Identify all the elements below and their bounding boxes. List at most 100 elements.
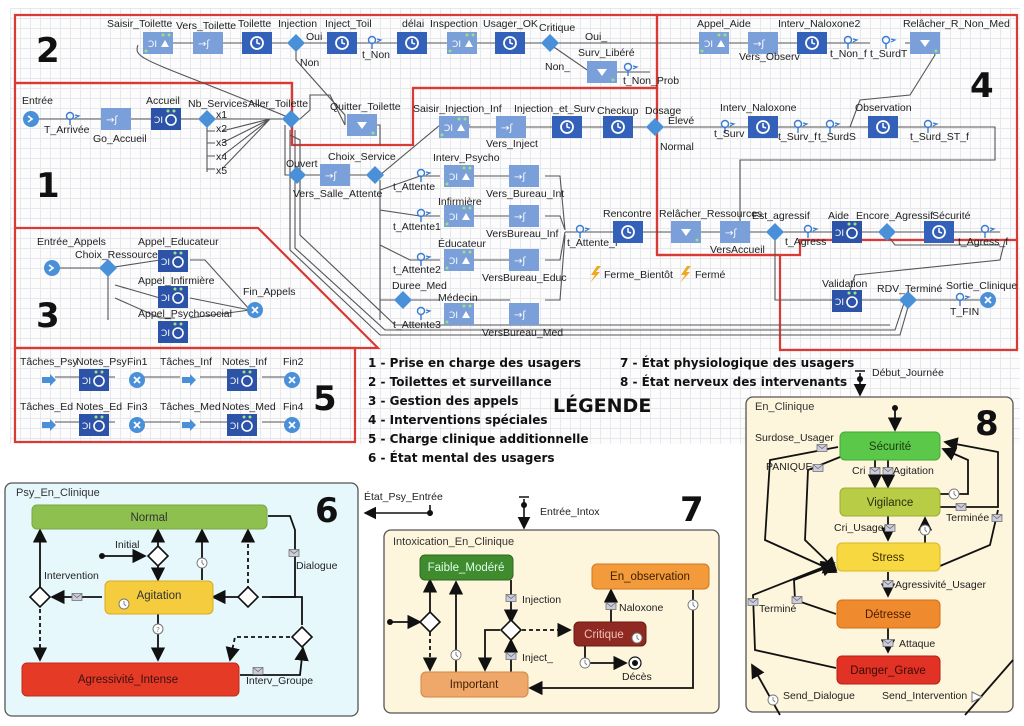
sink-fin2[interactable] <box>283 371 301 389</box>
block-educateur[interactable] <box>444 249 474 271</box>
block-accueil[interactable] <box>150 107 182 131</box>
message-icon <box>991 514 1003 522</box>
block-interv-psycho[interactable] <box>444 165 474 187</box>
enter-taches-inf[interactable] <box>182 374 196 386</box>
event-ferme[interactable]: Fermé <box>680 266 725 283</box>
block-versbureau-inf[interactable] <box>509 205 539 227</box>
block-medecin[interactable] <box>444 303 474 325</box>
decision-choix-service[interactable] <box>366 166 384 184</box>
label-ouvert: Ouvert <box>286 158 318 170</box>
label-t-agress: t_Agress <box>785 236 826 248</box>
block-notes-inf[interactable] <box>226 368 258 392</box>
label-t-attente3: t_Attente3 <box>393 319 441 331</box>
sink-fin3[interactable] <box>128 416 146 434</box>
lightning-icon <box>680 266 691 283</box>
source-entree-appels[interactable] <box>43 259 61 277</box>
block-appel-aide[interactable] <box>699 32 729 54</box>
state-agressivite-intense[interactable] <box>21 662 240 697</box>
decision-encore-agressif[interactable] <box>878 223 896 241</box>
block-checkup[interactable] <box>602 115 634 139</box>
block-surv-libere[interactable] <box>587 61 617 83</box>
block-notes-ed[interactable] <box>78 413 110 437</box>
decision-injection[interactable] <box>287 34 305 52</box>
block-versaccueil[interactable] <box>720 221 750 243</box>
legend-title: LÉGENDE <box>553 395 652 417</box>
state-securite[interactable] <box>839 431 941 461</box>
block-saisir-toilette[interactable] <box>143 32 173 54</box>
state-stress[interactable] <box>836 542 941 572</box>
decision-dosage[interactable] <box>646 118 664 136</box>
block-appel-infirmiere[interactable] <box>157 285 189 309</box>
block-inject-toil[interactable] <box>326 31 358 55</box>
block-appel-educateur[interactable] <box>157 249 189 273</box>
decision-choix-ressource[interactable] <box>99 259 117 277</box>
label-saisir-injection-inf: Saisir_Injection_Inf <box>413 103 502 115</box>
decision-nb-services[interactable] <box>198 110 216 128</box>
label-critique: Critique <box>539 22 575 34</box>
label-ferme-bientot: Ferme_Bientôt <box>604 269 673 281</box>
block-appel-psychosocial[interactable] <box>157 320 189 344</box>
block-notes-psy[interactable] <box>78 368 110 392</box>
block-toilette[interactable] <box>241 31 273 55</box>
block-usager-ok[interactable] <box>494 31 526 55</box>
block-relacher-ressources[interactable] <box>671 221 701 243</box>
block-vers-inject[interactable] <box>496 116 526 138</box>
section-4-inner <box>657 238 1017 257</box>
block-vers-bureau-int[interactable] <box>509 165 539 187</box>
sink-fin1[interactable] <box>128 371 146 389</box>
block-rencontre[interactable] <box>612 220 644 244</box>
sink-sortie-clinique[interactable] <box>979 291 997 309</box>
state-danger-grave[interactable] <box>836 655 941 685</box>
state-agitation[interactable] <box>104 580 214 615</box>
block-inspection[interactable] <box>447 32 477 54</box>
event-ferme-bientot[interactable]: Ferme_Bientôt <box>590 266 673 283</box>
block-relacher-r-non-med[interactable] <box>910 32 940 54</box>
statechart-6: Psy_En_Clinique 6 Normal Agitation <box>4 482 443 717</box>
sink-fin4[interactable] <box>283 416 301 434</box>
state-normal[interactable] <box>31 504 268 530</box>
label-quitter-toilette: Quitter_Toilette <box>330 101 401 113</box>
block-infirmiere[interactable] <box>444 205 474 227</box>
label-t-attente: t_Attente <box>393 181 435 193</box>
block-observation[interactable] <box>867 115 899 139</box>
block-interv-naloxone2[interactable] <box>796 31 828 55</box>
label-injection: Injection <box>278 18 317 30</box>
block-vers-toilette[interactable] <box>193 32 223 54</box>
statechart-8-name: En_Clinique <box>755 401 814 413</box>
label-versbureau-inf: VersBureau_Inf <box>486 228 558 240</box>
block-interv-naloxone[interactable] <box>747 115 779 139</box>
block-aide[interactable] <box>831 220 863 244</box>
label-vers-toilette: Vers_Toilette <box>176 20 236 32</box>
block-versbureau-med[interactable] <box>509 303 539 325</box>
block-quitter-toilette[interactable] <box>347 114 377 136</box>
legend-item: 8 - État nerveux des intervenants <box>620 375 848 389</box>
state-critique[interactable] <box>573 621 647 647</box>
enter-taches-ed[interactable] <box>42 419 56 431</box>
enter-taches-psy[interactable] <box>42 374 56 386</box>
block-securite[interactable] <box>923 220 955 244</box>
block-validation[interactable] <box>831 289 863 313</box>
block-versbureau-educ[interactable] <box>509 249 539 271</box>
legend-item: 5 - Charge clinique additionnelle <box>368 432 589 446</box>
label-entree-intox: Entrée_Intox <box>540 506 600 518</box>
label-toilette: Toilette <box>238 18 271 30</box>
state-important[interactable] <box>420 671 529 698</box>
message-icon <box>882 639 894 647</box>
enter-taches-med[interactable] <box>182 419 196 431</box>
decision-duree-med[interactable] <box>394 291 412 309</box>
block-vers-salle-attente[interactable] <box>320 164 350 186</box>
decision-est-agressif[interactable] <box>766 223 784 241</box>
state-detresse[interactable] <box>836 599 941 629</box>
block-go-accueil[interactable] <box>101 108 131 130</box>
state-vigilance[interactable] <box>839 487 941 517</box>
block-notes-med[interactable] <box>226 413 258 437</box>
state-en-observation[interactable] <box>591 563 710 590</box>
label-interv-naloxone: Interv_Naloxone <box>720 102 797 114</box>
block-saisir-injection-inf[interactable] <box>439 116 469 138</box>
block-delai[interactable] <box>396 31 428 55</box>
state-faible-modere[interactable] <box>419 554 514 581</box>
source-entree[interactable] <box>22 110 40 128</box>
sink-fin-appels[interactable] <box>246 301 264 319</box>
block-injection-et-surv[interactable] <box>551 115 583 139</box>
condition-icon <box>152 623 164 635</box>
